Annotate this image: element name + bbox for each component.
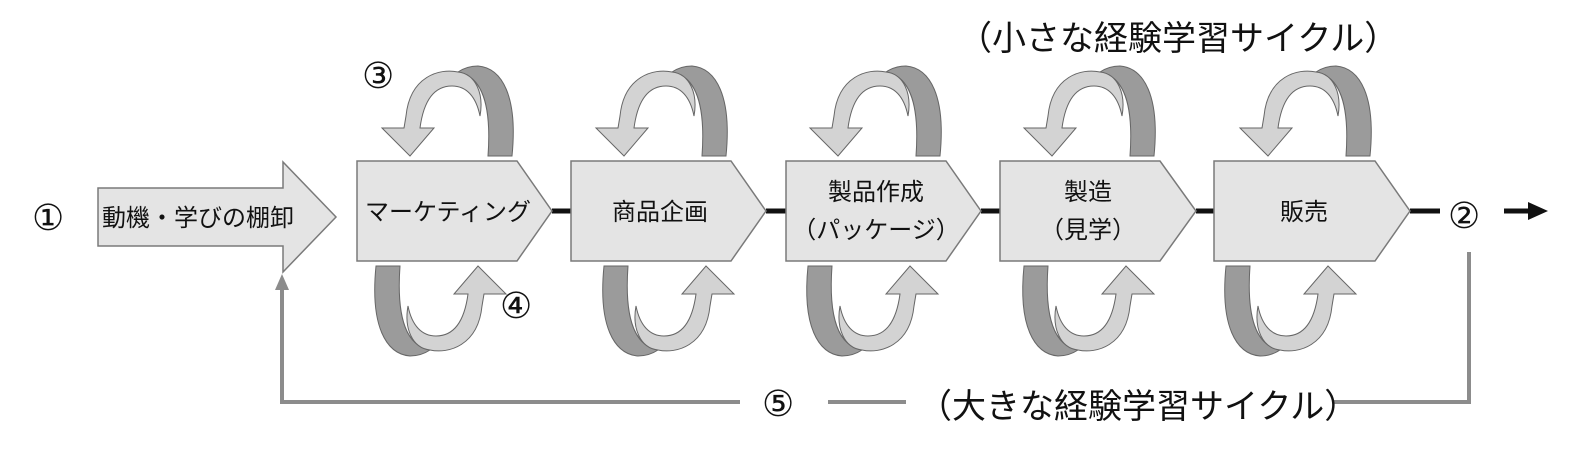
- small-loop-arrow-bottom: [806, 265, 939, 357]
- large-cycle-label: （大きな経験学習サイクル）: [918, 387, 1358, 427]
- marker-three: ③: [362, 56, 394, 97]
- input-arrow-label: 動機・学びの棚卸: [102, 204, 294, 232]
- feedback-arrowhead-icon: [275, 274, 289, 290]
- small-loop-arrow-top: [595, 65, 728, 157]
- step-label: 製造: [1064, 178, 1112, 206]
- step-label: 販売: [1280, 198, 1328, 226]
- small-loop-arrow-top: [1023, 65, 1156, 157]
- small-loop-arrow-bottom: [374, 265, 507, 357]
- step-product-creation: 製品作成 （パッケージ）: [785, 160, 982, 262]
- step-sales: 販売: [1213, 160, 1411, 262]
- step-manufacturing: 製造 （見学）: [999, 160, 1197, 262]
- step-label: 商品企画: [612, 198, 708, 226]
- large-feedback-loop: [275, 252, 1471, 404]
- step-sublabel: （見学）: [1040, 216, 1136, 244]
- marker-five: ⑤: [762, 384, 794, 425]
- step-label: 製品作成: [828, 178, 924, 206]
- small-loop-arrow-bottom: [1224, 265, 1357, 357]
- marker-two: ②: [1448, 196, 1480, 237]
- marker-four: ④: [500, 286, 532, 327]
- small-loop-arrow-top: [381, 65, 514, 157]
- marker-one: ①: [32, 198, 64, 239]
- small-loop-arrow-bottom: [1022, 265, 1155, 357]
- small-cycle-label: （小さな経験学習サイクル）: [958, 19, 1398, 59]
- small-loop-arrow-bottom: [602, 265, 735, 357]
- output-arrow-icon: [1504, 202, 1548, 220]
- step-product-planning: 商品企画: [570, 160, 767, 262]
- step-label: マーケティング: [365, 198, 531, 226]
- input-arrow: 動機・学びの棚卸: [97, 160, 338, 274]
- small-loop-arrow-top: [809, 65, 942, 157]
- step-marketing: マーケティング: [356, 160, 553, 262]
- small-loop-arrow-top: [1239, 65, 1372, 157]
- step-sublabel: （パッケージ）: [792, 216, 960, 244]
